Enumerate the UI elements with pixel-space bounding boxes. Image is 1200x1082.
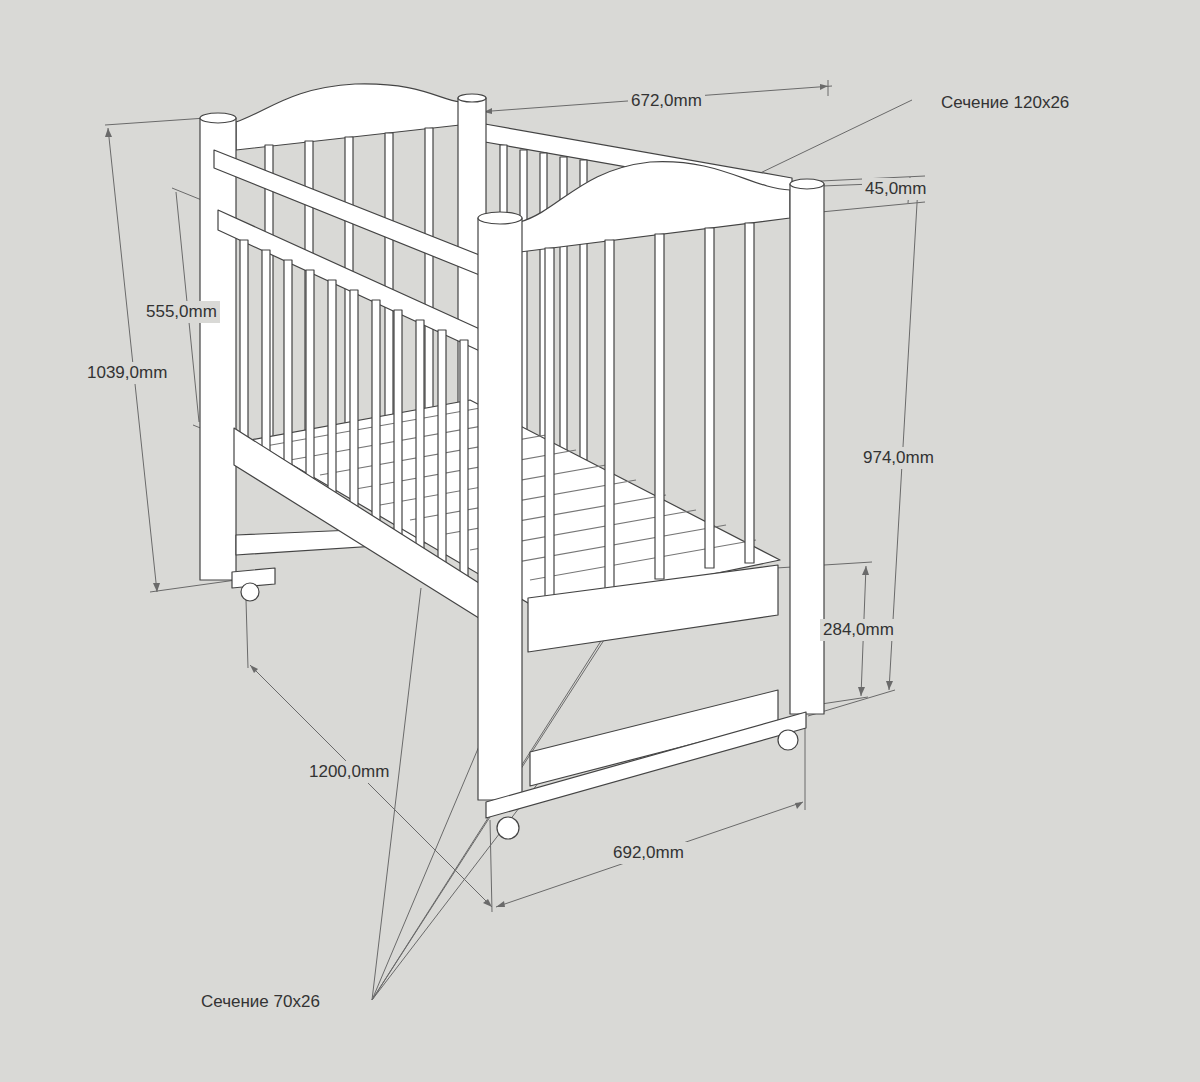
dimension-label: 45,0mm [862,178,929,200]
dimension-label: 672,0mm [628,90,705,112]
dimension-label: 1039,0mm [84,362,170,384]
dimension-label: 284,0mm [820,619,897,641]
dimension-label: 1200,0mm [306,761,392,783]
dimension-label: Сечение 70x26 [198,991,323,1013]
dimension-label: 555,0mm [143,301,220,323]
dimension-label: Сечение 120x26 [938,92,1072,114]
dimension-label: 692,0mm [610,842,687,864]
dimension-label: 974,0mm [860,447,937,469]
